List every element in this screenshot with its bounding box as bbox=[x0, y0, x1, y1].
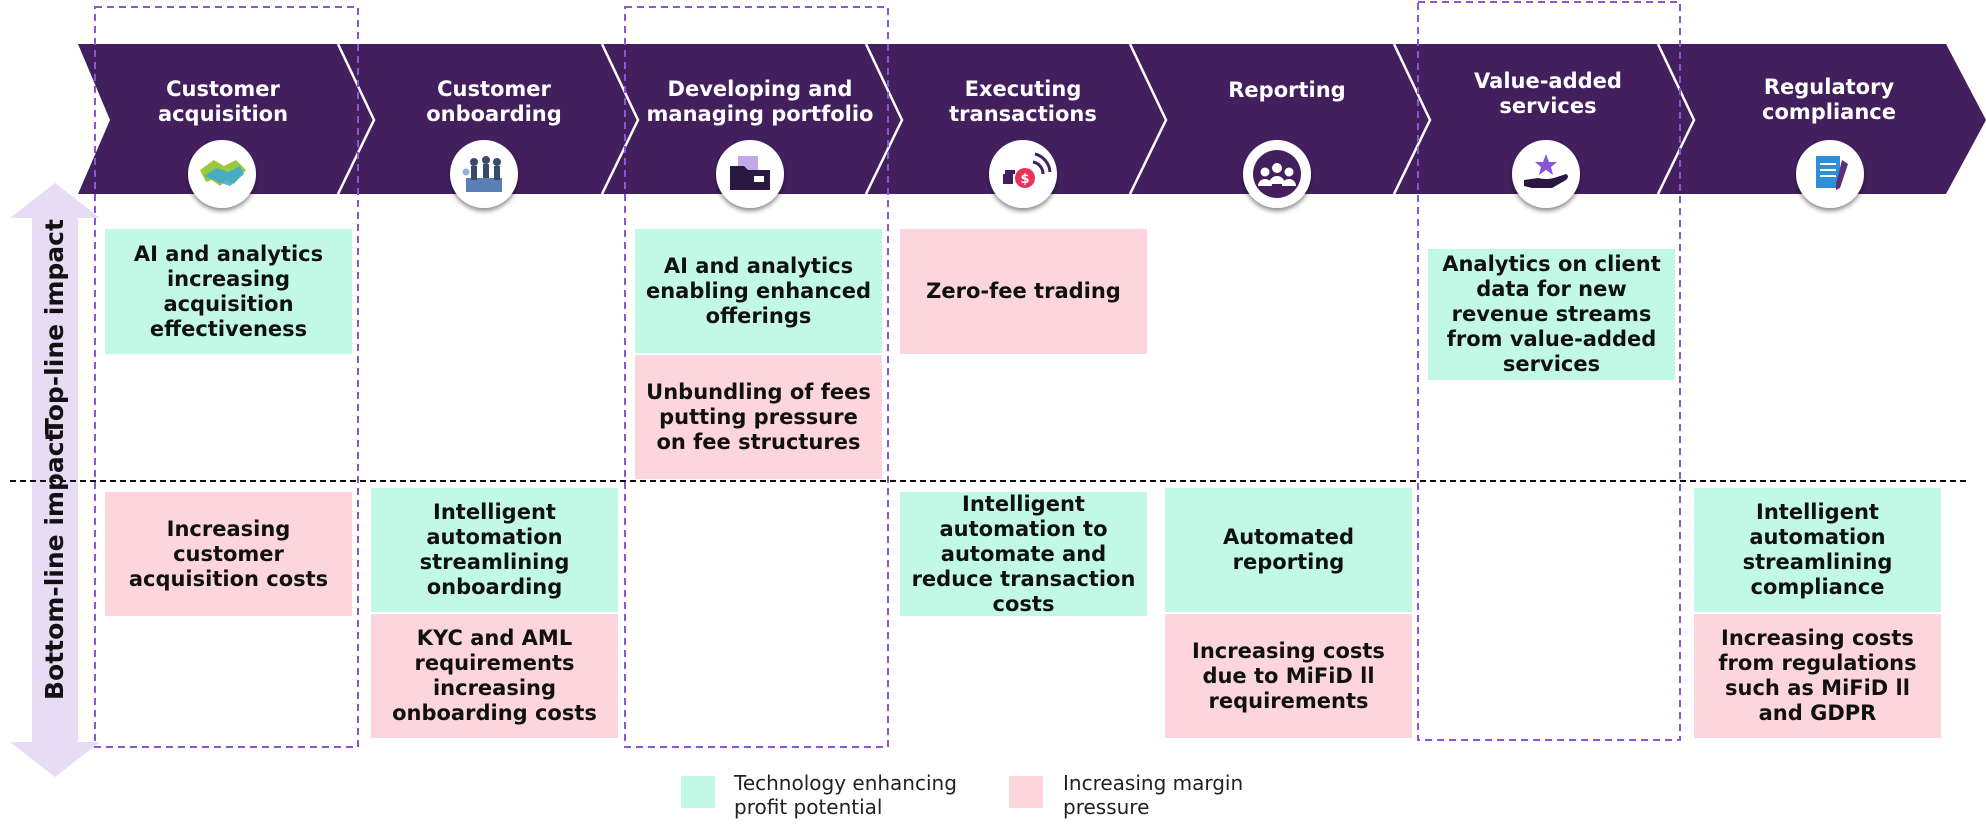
box-automation-compliance: Intelligent automation streamlining comp… bbox=[1694, 488, 1941, 612]
box-automation-onboarding: Intelligent automation streamlining onbo… bbox=[371, 488, 618, 612]
highlight-frame-value-added-services bbox=[1417, 1, 1681, 741]
box-kyc-aml-costs: KYC and AML requirements increasing onbo… bbox=[371, 614, 618, 738]
people-icon bbox=[1243, 140, 1311, 208]
stage-title-customer-acquisition: Customer acquisition bbox=[157, 77, 289, 126]
box-automated-reporting: Automated reporting bbox=[1165, 488, 1412, 612]
stage-title-customer-onboarding: Customer onboarding bbox=[426, 77, 562, 126]
box-analytics-client-data: Analytics on client data for new revenue… bbox=[1428, 249, 1675, 380]
team-icon bbox=[450, 140, 518, 208]
payment-icon: $ bbox=[989, 140, 1057, 208]
service-icon bbox=[1512, 140, 1580, 208]
box-ai-analytics-offerings: AI and analytics enabling enhanced offer… bbox=[635, 229, 882, 353]
chevron-divider bbox=[864, 43, 904, 195]
folder-icon bbox=[716, 140, 784, 208]
chevron-divider bbox=[1128, 43, 1168, 195]
chevron-background bbox=[78, 44, 1986, 194]
legend-label-technology: Technology enhancing profit potential bbox=[734, 771, 957, 819]
chevron-divider bbox=[600, 43, 640, 195]
chevron-divider bbox=[336, 43, 376, 195]
legend-label-margin-pressure: Increasing margin pressure bbox=[1063, 771, 1244, 819]
highlight-frame-developing-portfolio bbox=[624, 6, 889, 748]
stage-icons: $ bbox=[188, 140, 1864, 208]
handshake-icon bbox=[188, 140, 256, 208]
highlight-frame-customer-acquisition bbox=[94, 6, 359, 748]
box-automation-transactions: Intelligent automation to automate and r… bbox=[900, 492, 1147, 616]
document-icon bbox=[1796, 140, 1864, 208]
stage-title-regulatory-compliance: Regulatory compliance bbox=[1762, 75, 1896, 124]
box-customer-acquisition-costs: Increasing customer acquisition costs bbox=[105, 492, 352, 616]
box-ai-analytics-acquisition: AI and analytics increasing acquisition … bbox=[105, 229, 352, 354]
box-zero-fee-trading: Zero-fee trading bbox=[900, 229, 1147, 354]
stage-title-developing-portfolio: Developing and managing portfolio bbox=[646, 77, 874, 126]
box-mifid-costs: Increasing costs due to MiFiD ll require… bbox=[1165, 614, 1412, 738]
legend-swatch-green bbox=[681, 776, 715, 808]
chevron-divider bbox=[1656, 43, 1696, 195]
box-unbundling-fees: Unbundling of fees putting pressure on f… bbox=[635, 355, 882, 479]
legend-swatch-pink bbox=[1009, 776, 1043, 808]
chevron-divider bbox=[1392, 43, 1432, 195]
stage-title-executing-transactions: Executing transactions bbox=[949, 77, 1097, 126]
chevron-band bbox=[78, 43, 1986, 195]
stage-title-value-added-services: Value-added services bbox=[1474, 69, 1622, 118]
svg-text:$: $ bbox=[1020, 172, 1029, 187]
box-regulation-costs: Increasing costs from regulations such a… bbox=[1694, 614, 1941, 738]
stage-title-reporting: Reporting bbox=[1228, 77, 1346, 102]
